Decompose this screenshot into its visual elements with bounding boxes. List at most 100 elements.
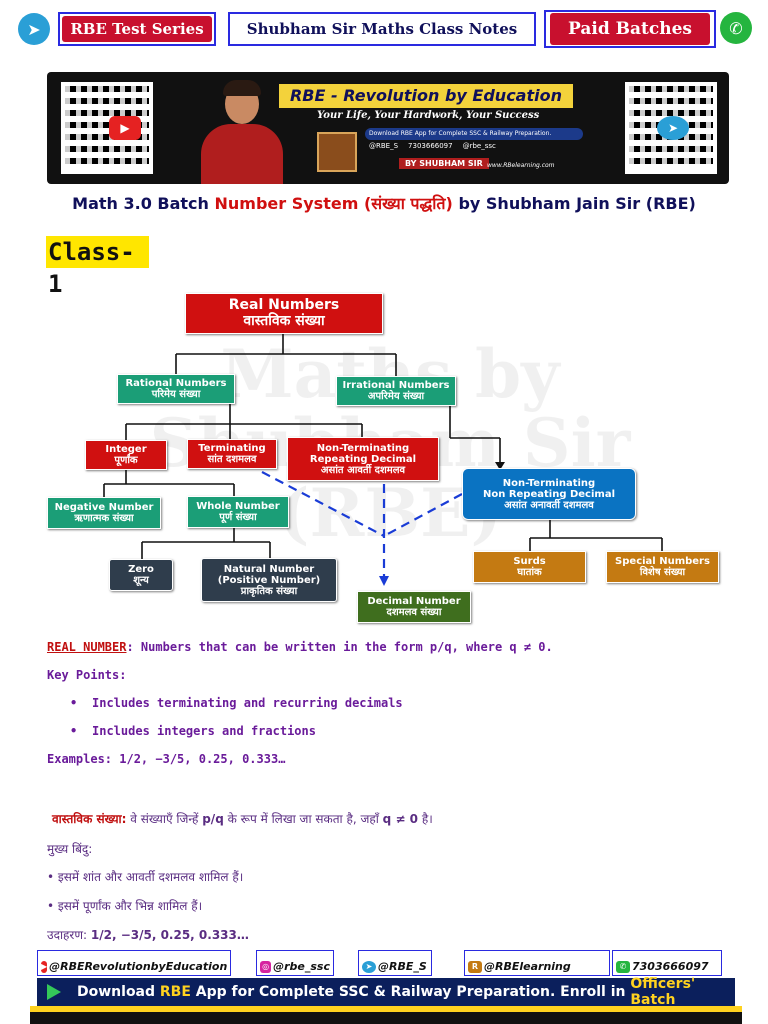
node-negative-hi: ऋणात्मक संख्या bbox=[74, 513, 134, 524]
whatsapp-icon[interactable]: ✆ bbox=[720, 12, 752, 44]
node-non-terminating-repeating: Non-Terminating Repeating Decimal असांत … bbox=[287, 437, 439, 481]
banner-download-line: Download RBE App for Complete SSC & Rail… bbox=[365, 128, 583, 140]
node-ntnr-en1: Non-Terminating bbox=[502, 477, 596, 489]
node-whole-number: Whole Number पूर्ण संख्या bbox=[187, 496, 289, 528]
hindi-examples-values: 1/2, −3/5, 0.25, 0.333… bbox=[90, 928, 249, 942]
qr-code-youtube bbox=[61, 82, 153, 174]
banner-phone: 7303666097 bbox=[408, 142, 453, 150]
whatsapp-link[interactable]: ✆7303666097 bbox=[612, 950, 722, 976]
node-natural-hi: प्राकृतिक संख्या bbox=[240, 585, 298, 597]
node-irrational-hi: अपरिमेय संख्या bbox=[367, 391, 425, 402]
hindi-def-text: के रूप में लिखा जा सकता है, जहाँ bbox=[223, 812, 383, 826]
hindi-key-point: • इसमें पूर्णांक और भिन्न शामिल हैं। bbox=[47, 899, 203, 913]
paid-batches-label: Paid Batches bbox=[550, 13, 710, 45]
node-integer-en: Integer bbox=[105, 444, 147, 455]
banner-by: BY SHUBHAM SIR bbox=[399, 158, 489, 169]
node-zero-en: Zero bbox=[128, 564, 154, 575]
telegram-badge-icon: ➤ bbox=[657, 116, 689, 140]
node-whole-en: Whole Number bbox=[196, 501, 280, 512]
node-zero-hi: शून्य bbox=[133, 575, 149, 586]
definition-text: : Numbers that can be written in the for… bbox=[126, 640, 553, 654]
test-series-label: RBE Test Series bbox=[62, 16, 212, 42]
rbelearning-handle: @RBElearning bbox=[484, 960, 571, 973]
rbelearning-link[interactable]: R@RBElearning bbox=[464, 950, 610, 976]
node-ntnr-en2: Non Repeating Decimal bbox=[482, 488, 615, 500]
banner-handle-rbe: @RBE_S bbox=[369, 142, 399, 150]
hindi-examples: उदाहरण: 1/2, −3/5, 0.25, 0.333… bbox=[47, 926, 249, 943]
download-text: Download bbox=[77, 984, 160, 1000]
promo-banner: ▶ ➤ RBE - Revolution by Education Your L… bbox=[47, 72, 729, 184]
key-point-item: •Includes terminating and recurring deci… bbox=[70, 696, 403, 710]
hindi-def-pq: p/q bbox=[202, 812, 224, 826]
document-title: Math 3.0 Batch Number System (संख्या पद्… bbox=[0, 192, 768, 214]
node-ntr-en2: Repeating Decimal bbox=[309, 453, 417, 465]
node-terminating-en: Terminating bbox=[198, 443, 266, 454]
telegram-link[interactable]: ➤@RBE_S bbox=[358, 950, 432, 976]
banner-contacts: @RBE_S 7303666097 @rbe_ssc bbox=[369, 142, 496, 150]
footer-accent-bar bbox=[30, 1006, 742, 1024]
hindi-key-point: • इसमें शांत और आवर्ती दशमलव शामिल हैं। bbox=[47, 870, 244, 884]
node-surds-en: Surds bbox=[513, 556, 546, 567]
book-graphic bbox=[317, 132, 357, 172]
node-real-hi: वास्तविक संख्या bbox=[243, 312, 325, 329]
hindi-def-q: q ≠ 0 bbox=[382, 812, 419, 826]
key-points-label: Key Points: bbox=[47, 668, 127, 682]
banner-tagline: Your Life, Your Hardwork, Your Success bbox=[317, 110, 540, 121]
node-special-en: Special Numbers bbox=[615, 556, 710, 567]
youtube-icon: ▶ bbox=[109, 116, 141, 140]
hindi-def-text: वे संख्याएँ जिन्हें bbox=[126, 812, 203, 826]
node-negative-number: Negative Number ऋणात्मक संख्या bbox=[47, 497, 161, 529]
banner-site: www.RBelearning.com bbox=[487, 162, 555, 169]
node-ntr-en1: Non-Terminating bbox=[316, 442, 410, 454]
node-non-terminating-non-repeating: Non-Terminating Non Repeating Decimal अस… bbox=[462, 468, 636, 520]
telegram-handle: @RBE_S bbox=[378, 960, 427, 973]
youtube-link[interactable]: ▶@RBERevolutionbyEducation bbox=[37, 950, 231, 976]
banner-handle-insta: @rbe_ssc bbox=[462, 142, 496, 150]
download-batch: Officers' Batch bbox=[630, 976, 696, 1008]
node-whole-hi: पूर्ण संख्या bbox=[219, 512, 257, 523]
youtube-icon: ▶ bbox=[41, 961, 48, 973]
node-real-numbers: Real Numbers वास्तविक संख्या bbox=[185, 293, 383, 334]
node-decimal-number: Decimal Number दशमलव संख्या bbox=[357, 591, 471, 623]
node-integer: Integer पूर्णांक bbox=[85, 440, 167, 470]
key-point-item: • Includes integers and fractions bbox=[70, 724, 316, 738]
hindi-definition: वास्तविक संख्या: वे संख्याएँ जिन्हें p/q… bbox=[52, 810, 433, 827]
hindi-key-points-label: मुख्य बिंदु: bbox=[47, 842, 93, 856]
node-terminating: Terminating सांत दशमलव bbox=[187, 439, 277, 469]
title-topic: Number System (संख्या पद्धति) bbox=[214, 194, 453, 213]
node-natural-en1: Natural Number bbox=[223, 563, 315, 575]
node-ntnr-hi: असांत अनावर्ती दशमलव bbox=[504, 499, 594, 511]
real-number-definition: REAL NUMBER: Numbers that can be written… bbox=[47, 640, 553, 654]
rbe-logo-icon: R bbox=[468, 961, 482, 973]
node-rational-en: Rational Numbers bbox=[125, 378, 227, 389]
node-real-en: Real Numbers bbox=[228, 297, 340, 314]
banner-title: RBE - Revolution by Education bbox=[279, 84, 573, 108]
whatsapp-number: 7303666097 bbox=[632, 960, 709, 973]
class-notes-box: Shubham Sir Maths Class Notes bbox=[228, 12, 536, 46]
key-point-text: Includes integers and fractions bbox=[92, 724, 316, 738]
node-natural-en2: (Positive Number) bbox=[217, 574, 321, 586]
node-terminating-hi: सांत दशमलव bbox=[207, 454, 257, 465]
download-text: App for Complete SSC & Railway Preparati… bbox=[190, 984, 631, 1000]
play-store-icon bbox=[47, 984, 61, 1000]
node-special-numbers: Special Numbers विशेष संख्या bbox=[606, 551, 719, 583]
download-app-bar[interactable]: Download RBE App for Complete SSC & Rail… bbox=[37, 976, 735, 1008]
test-series-link[interactable]: RBE Test Series bbox=[58, 12, 216, 46]
node-decimal-en: Decimal Number bbox=[367, 596, 461, 607]
qr-code-telegram bbox=[625, 82, 717, 174]
hindi-examples-label: उदाहरण: bbox=[47, 928, 91, 942]
node-irrational-en: Irrational Numbers bbox=[342, 380, 450, 391]
node-surds-hi: घातांक bbox=[517, 567, 542, 578]
node-rational: Rational Numbers परिमेय संख्या bbox=[117, 374, 235, 404]
telegram-icon[interactable]: ➤ bbox=[18, 13, 50, 45]
node-negative-en: Negative Number bbox=[54, 502, 154, 513]
presenter-photo bbox=[197, 80, 287, 184]
node-zero: Zero शून्य bbox=[109, 559, 173, 591]
class-label: Class-1 bbox=[46, 236, 149, 298]
instagram-link[interactable]: ◎@rbe_ssc bbox=[256, 950, 334, 976]
node-integer-hi: पूर्णांक bbox=[114, 455, 138, 466]
definition-label: REAL NUMBER bbox=[47, 640, 127, 654]
bullet: • bbox=[70, 724, 78, 738]
paid-batches-link[interactable]: Paid Batches bbox=[544, 10, 716, 48]
node-decimal-hi: दशमलव संख्या bbox=[386, 607, 442, 618]
